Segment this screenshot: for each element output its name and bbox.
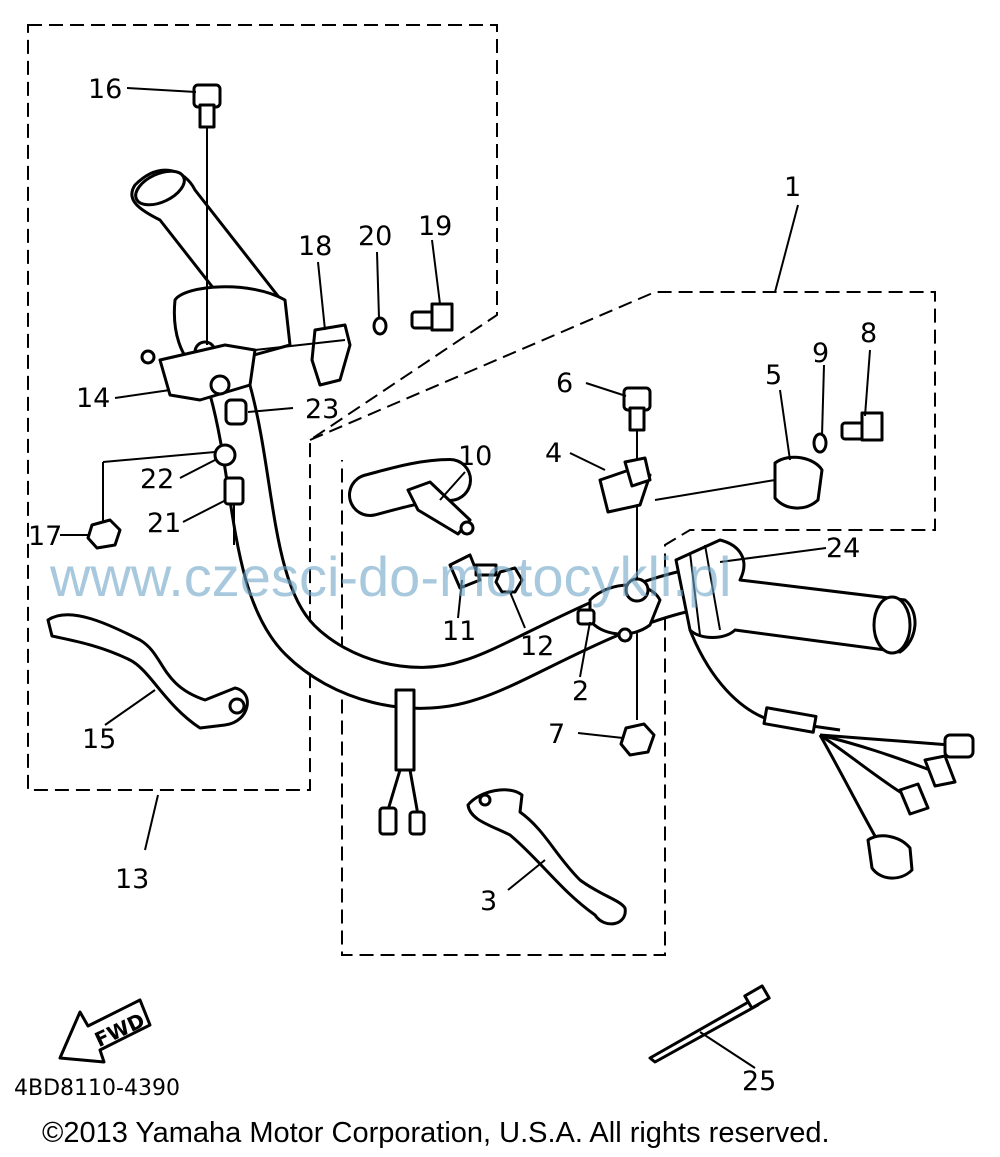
clamp-18 [310,323,352,387]
callout-8: 8 [860,318,877,349]
callout-18: 18 [298,231,332,262]
callout-5: 5 [765,360,782,391]
callout-6: 6 [556,368,573,399]
callout-10: 10 [458,441,492,472]
callout-11: 11 [442,616,476,647]
brake-lever-3 [466,788,627,926]
callout-20: 20 [358,221,392,252]
adjuster-21 [223,476,245,545]
screw-8 [840,411,884,442]
nut-7 [619,722,656,757]
clutch-lever-15 [46,613,249,730]
left-grip [130,168,292,372]
fwd-arrow-badge: FWD [58,998,152,1064]
washer-9 [812,432,828,454]
wire-harness [688,629,975,880]
callout-23: 23 [305,394,339,425]
callout-3: 3 [480,886,497,917]
callout-4: 4 [545,438,562,469]
callout-9: 9 [812,338,829,369]
leader-lines [60,87,871,1069]
callout-1: 1 [784,172,801,203]
lever-holder-2 [576,577,662,643]
callout-24: 24 [826,533,860,564]
bolt-16 [192,83,222,345]
lever-holder [140,343,257,402]
callout-25: 25 [742,1066,776,1097]
switch-wire [378,688,426,836]
group-1-box [309,291,936,956]
holder-5 [773,455,824,510]
callout-17: 17 [28,521,62,552]
screw-19 [410,302,454,332]
copyright-notice: ©2013 Yamaha Motor Corporation, U.S.A. A… [42,1117,830,1149]
brake-switch-10 [406,480,475,536]
callout-labels: 1 2 3 4 5 6 7 8 9 10 11 12 13 14 15 16 1… [28,74,877,1097]
callout-21: 21 [147,508,181,539]
throttle-grip-24 [674,538,917,655]
washer-20 [372,316,388,336]
nut-12 [494,566,524,594]
bolt-11 [448,553,498,590]
callout-14: 14 [76,383,110,414]
watermark: www.czesci-do-motocykli.pl [49,545,732,608]
callout-15: 15 [82,724,116,755]
group-13-box [27,24,498,791]
callout-22: 22 [140,464,174,495]
handlebar [208,368,712,710]
callout-13: 13 [115,864,149,895]
nut-17 [86,518,122,550]
callout-2: 2 [572,676,589,707]
cable-tie-25 [648,984,771,1064]
adjuster-23 [224,398,248,426]
callout-16: 16 [88,74,122,105]
locknut-22 [213,443,237,467]
callout-12: 12 [520,631,554,662]
callout-7: 7 [548,719,565,750]
callout-19: 19 [418,211,452,242]
diagram-code: 4BD8110-4390 [14,1076,180,1101]
switch-4 [598,456,652,514]
